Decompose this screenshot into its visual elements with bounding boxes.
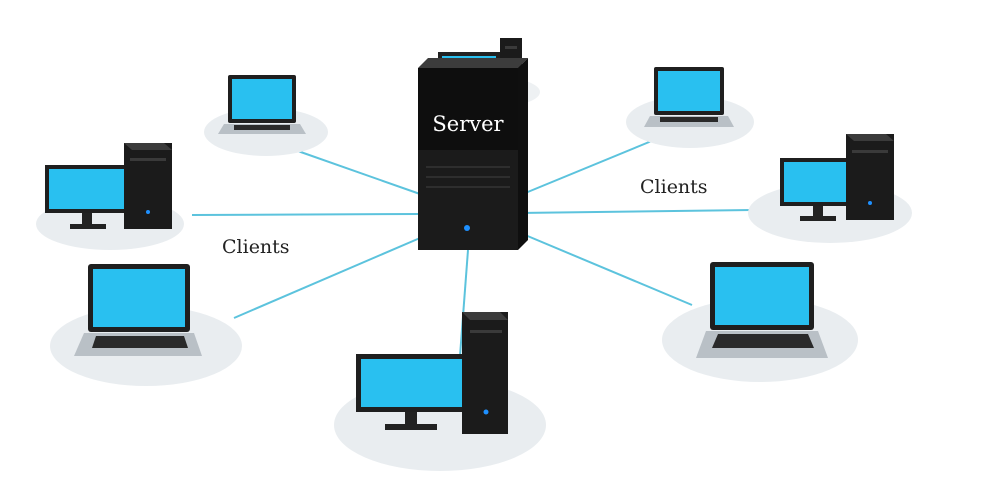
clients-label-left: Clients [222,236,290,258]
laptop-bottom-right [662,262,858,382]
laptop-top-left [204,75,328,156]
laptop-bottom-left [50,264,242,386]
laptop-top-right [626,67,754,148]
link-laptop-top-right [517,139,655,197]
clients-label-right: Clients [640,176,708,198]
server-tower [418,58,528,250]
link-laptop-top-left [294,149,421,195]
link-desktop-bottom-center [459,249,469,357]
link-laptop-bottom-right [517,231,693,306]
desktop-left [36,143,184,250]
server-label: Server [432,112,504,136]
desktop-right [748,134,912,243]
link-desktop-right [517,209,753,214]
connection-links [191,139,753,357]
desktop-bottom-center [334,312,546,471]
link-desktop-left [191,213,421,216]
link-laptop-bottom-left [233,237,421,319]
